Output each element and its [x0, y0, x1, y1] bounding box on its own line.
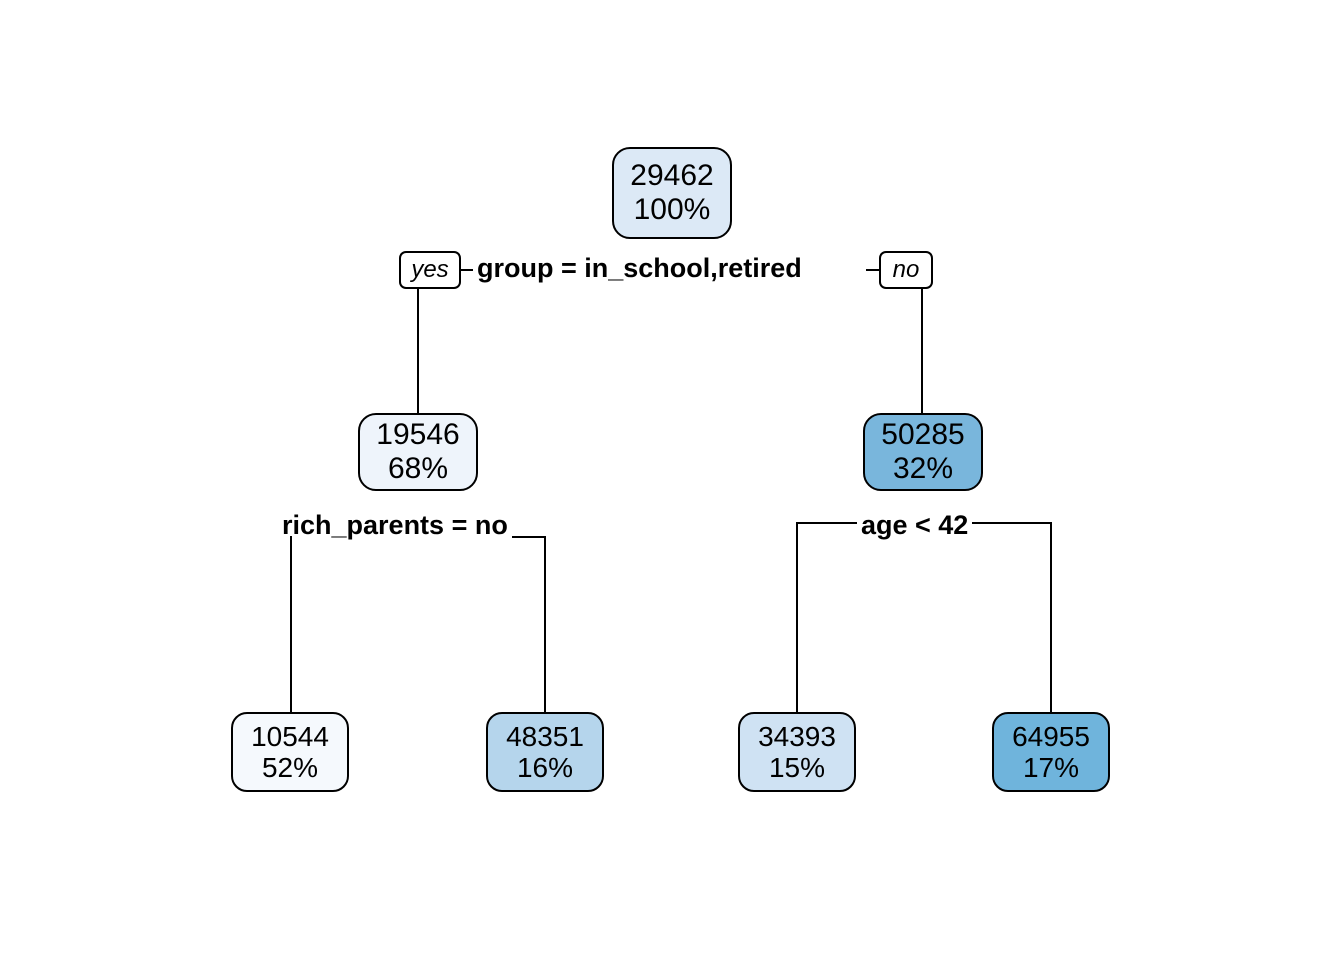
node-value: 29462: [630, 159, 714, 193]
node-value: 19546: [376, 418, 460, 452]
tree-node-leaf-4[interactable]: 64955 17%: [992, 712, 1110, 792]
node-value: 50285: [881, 418, 965, 452]
answer-tag-yes[interactable]: yes: [399, 251, 461, 289]
edge-left-to-leaf1: [290, 536, 292, 712]
tree-node-leaf-2[interactable]: 48351 16%: [486, 712, 604, 792]
answer-tag-no-label: no: [892, 256, 920, 283]
node-percent: 32%: [892, 452, 954, 485]
answer-tag-yes-label: yes: [411, 256, 449, 283]
split-label-left: rich_parents = no: [278, 510, 512, 541]
edge-right-to-leaf3: [796, 522, 798, 712]
split-label-root: group = in_school,retired: [473, 253, 806, 284]
tree-node-branch-left[interactable]: 19546 68%: [358, 413, 478, 491]
edge-right-to-leaf4: [1050, 522, 1052, 712]
answer-yes-stub: [461, 269, 475, 271]
node-value: 64955: [1012, 720, 1090, 752]
node-percent: 100%: [633, 193, 711, 226]
answer-no-stub: [866, 269, 880, 271]
edge-left-to-leaf2: [544, 536, 546, 712]
node-percent: 17%: [1022, 752, 1080, 783]
node-value: 10544: [251, 720, 329, 752]
split-label-right: age < 42: [857, 510, 973, 541]
node-percent: 16%: [516, 752, 574, 783]
tree-node-leaf-3[interactable]: 34393 15%: [738, 712, 856, 792]
tree-node-leaf-1[interactable]: 10544 52%: [231, 712, 349, 792]
edge-root-to-right: [921, 289, 923, 414]
answer-tag-no[interactable]: no: [879, 251, 933, 289]
node-value: 34393: [758, 720, 836, 752]
node-value: 48351: [506, 720, 584, 752]
node-percent: 68%: [387, 452, 449, 485]
tree-node-root[interactable]: 29462 100%: [612, 147, 732, 239]
edge-root-to-left: [417, 289, 419, 414]
node-percent: 52%: [261, 752, 319, 783]
tree-node-branch-right[interactable]: 50285 32%: [863, 413, 983, 491]
node-percent: 15%: [768, 752, 826, 783]
